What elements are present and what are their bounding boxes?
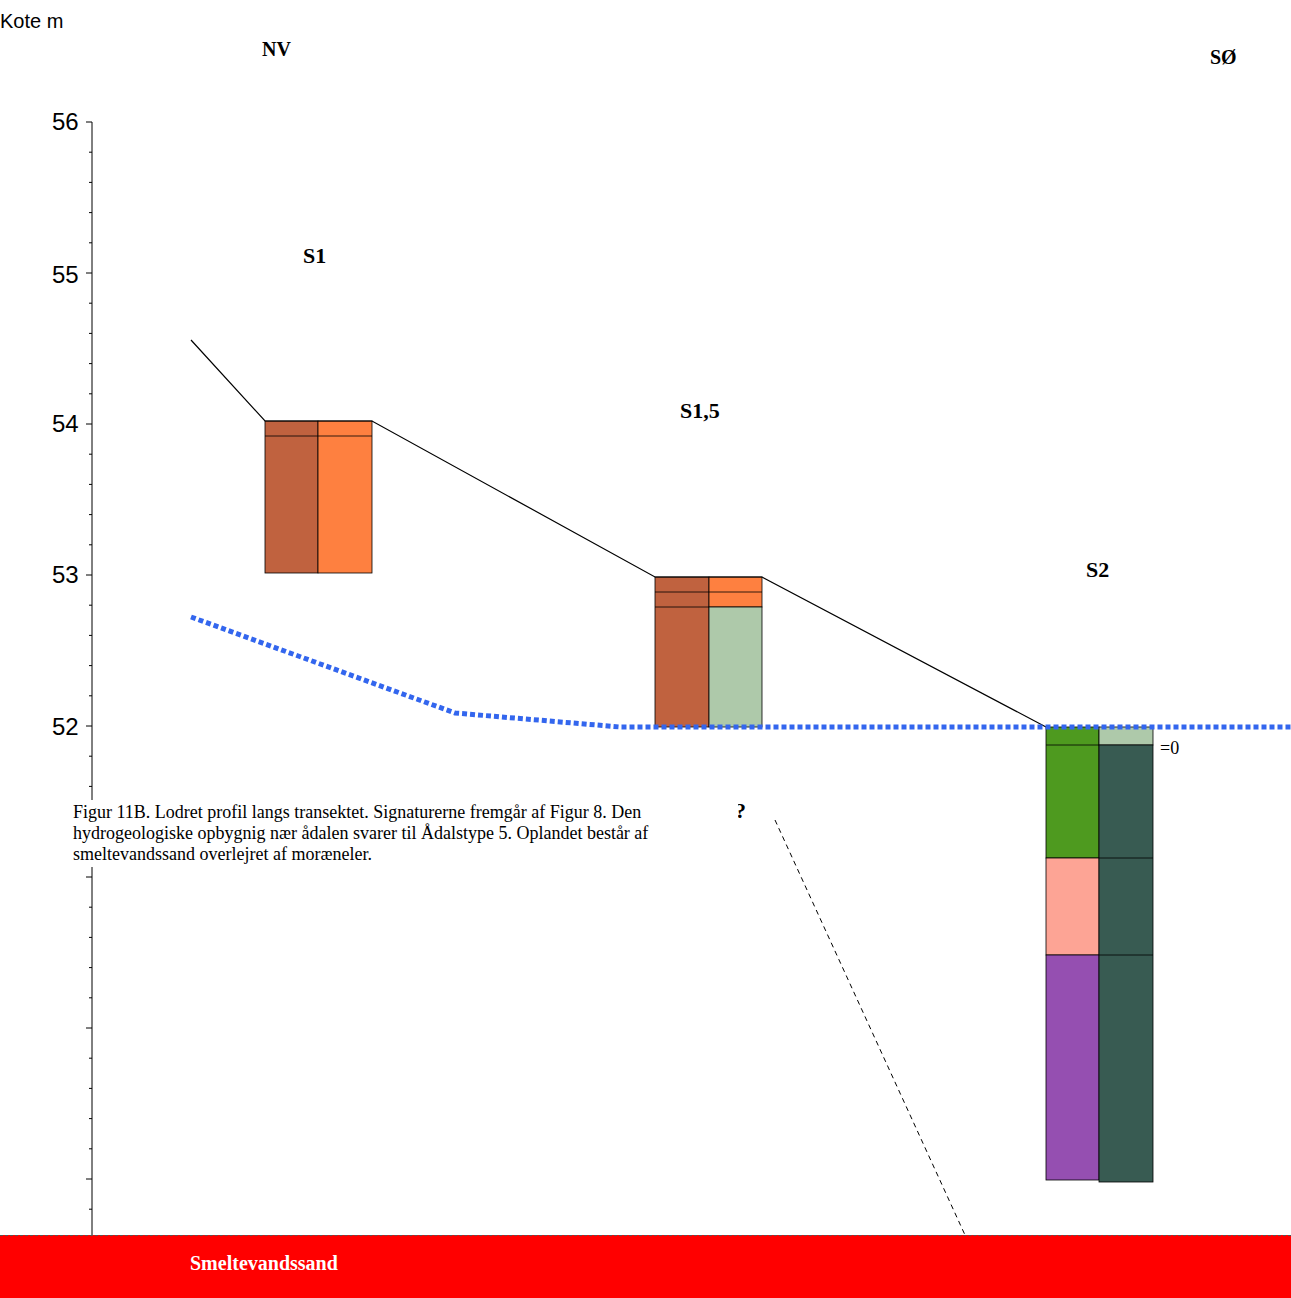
direction-label: NV [262,38,291,61]
layer-label: Smeltevandssand [190,1252,338,1275]
axis-value: 54 [52,410,79,438]
figure-caption: Figur 11B. Lodret profil langs transekte… [73,800,738,867]
borehole-label: S1,5 [680,398,720,424]
axis-value: 56 [52,108,79,136]
note-label: =0 [1160,738,1179,759]
axis-title: Kote m [0,10,63,33]
axis-value: 55 [52,261,79,289]
axis-value: 53 [52,561,79,589]
direction-label: SØ [1210,46,1237,69]
sand-layer-band: Smeltevandssand [0,1235,1291,1298]
axis-value: 52 [52,713,79,741]
borehole-label: S1 [303,243,326,269]
borehole-label: S2 [1086,557,1109,583]
